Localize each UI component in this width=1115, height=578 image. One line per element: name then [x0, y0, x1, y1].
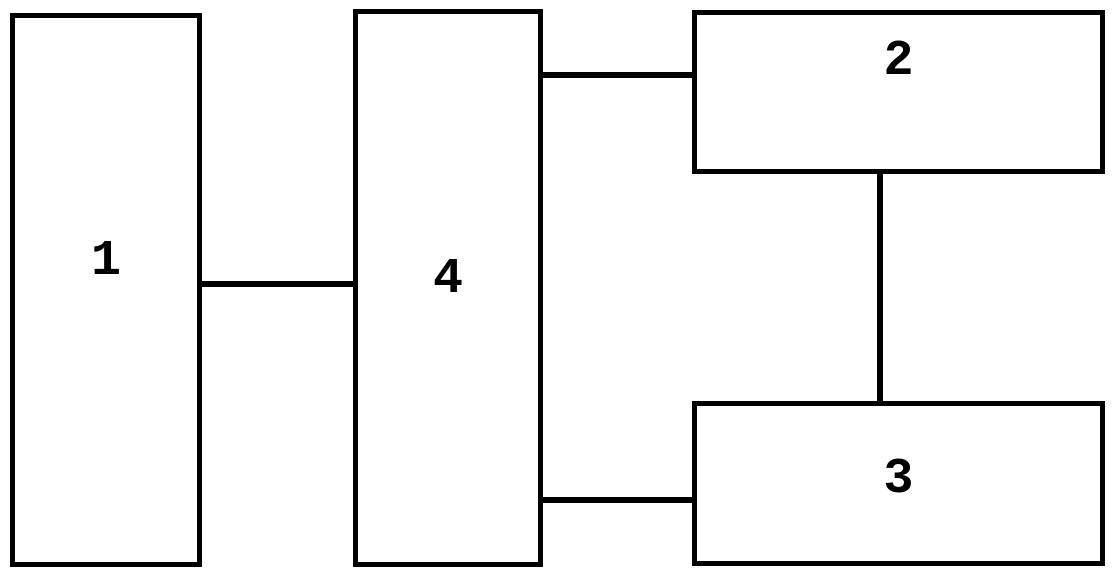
connector-4-to-3	[543, 497, 692, 503]
block-2: 2	[692, 10, 1105, 174]
block-4: 4	[353, 9, 543, 567]
block-1: 1	[10, 13, 202, 567]
connector-2-to-3	[877, 174, 883, 401]
block-3-label: 3	[883, 450, 914, 508]
block-2-label: 2	[883, 33, 914, 90]
connector-4-to-2	[543, 72, 692, 78]
block-3: 3	[692, 401, 1105, 566]
block-1-label: 1	[90, 233, 121, 290]
block-4-label: 4	[432, 251, 463, 308]
connector-1-to-4	[202, 281, 353, 287]
